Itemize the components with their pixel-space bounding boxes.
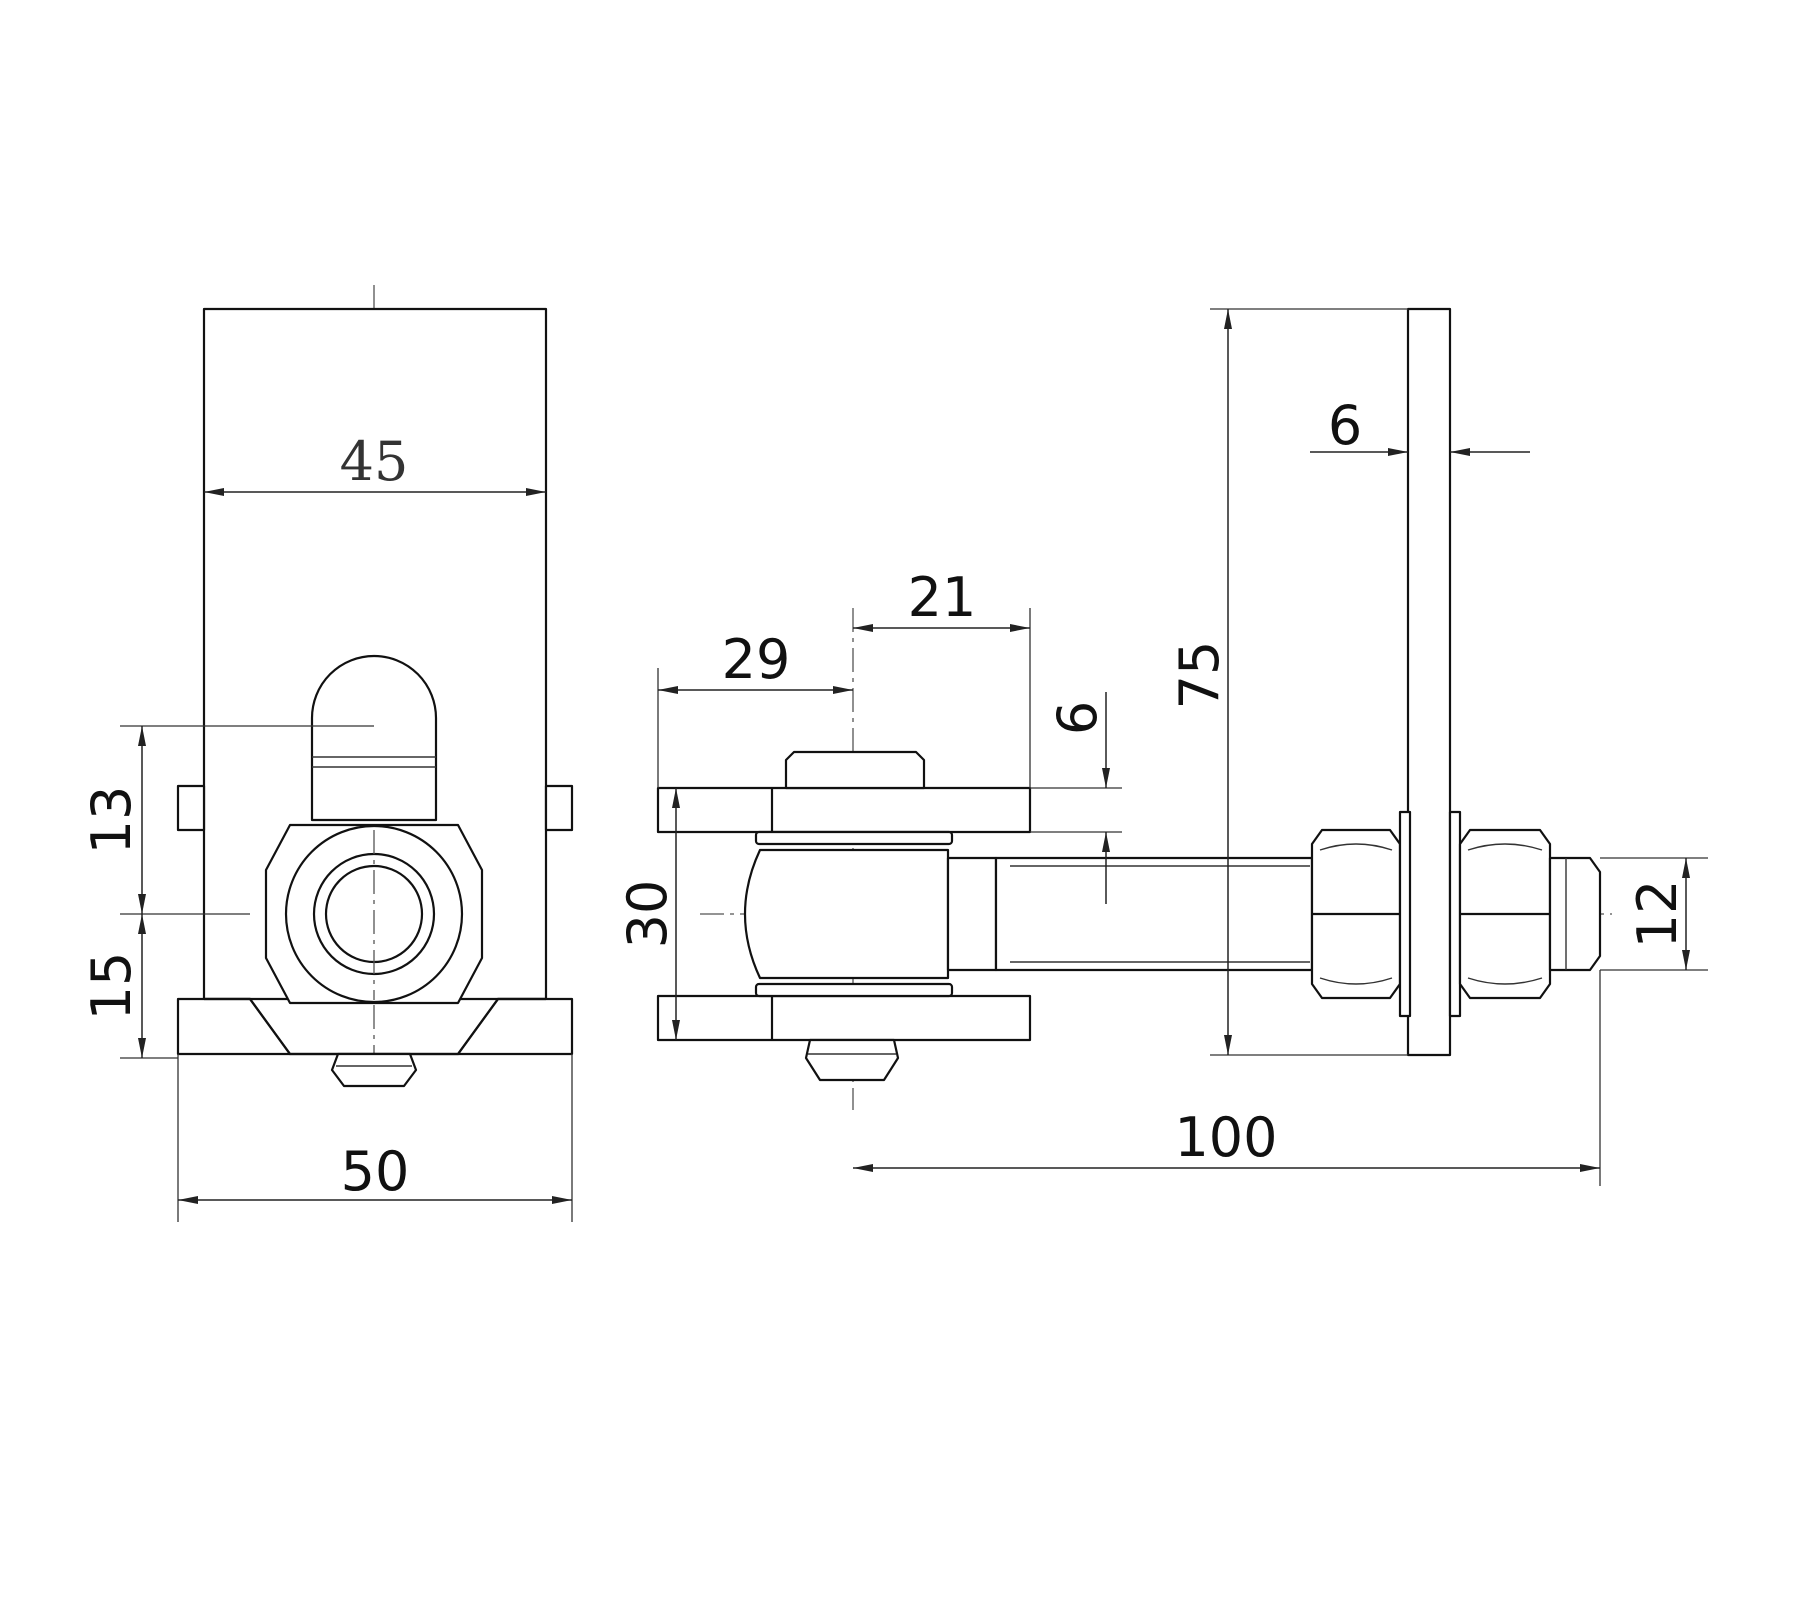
- dim-label-plate-width: 45: [340, 430, 409, 493]
- base-block: [176, 997, 574, 1056]
- upper-washer: [754, 830, 954, 846]
- left-nut-chamfer-bottom: [1319, 977, 1393, 985]
- dim-label-eye-height: 30: [616, 880, 679, 949]
- bottom-pin: [330, 1052, 418, 1088]
- lower-washer: [754, 982, 954, 998]
- left-tab: [176, 784, 206, 832]
- bottom-cap-pin: [804, 1038, 900, 1082]
- dim-label-upper-offset: 13: [80, 786, 143, 855]
- dim-label-eye-left: 29: [722, 628, 791, 691]
- bolt-end: [1548, 856, 1602, 972]
- right-plate-washer: [1448, 810, 1462, 1018]
- right-nut-chamfer-bottom: [1467, 977, 1543, 985]
- dim-label-plate-thickness: 6: [1328, 394, 1362, 457]
- dim-label-lower-offset: 15: [80, 952, 143, 1021]
- side-view: 6 75 29 21 6 30 12 100: [616, 307, 1708, 1186]
- right-nut-chamfer-top: [1467, 843, 1543, 851]
- top-pin: [310, 654, 438, 822]
- dim-label-plate-height: 75: [1168, 641, 1231, 710]
- top-flange: [656, 786, 1032, 834]
- left-nut-chamfer-top: [1319, 843, 1393, 851]
- dim-label-base-width: 50: [341, 1140, 410, 1203]
- right-tab: [544, 784, 574, 832]
- threaded-shaft: [994, 856, 1314, 972]
- front-view: 45 50 13 15: [80, 285, 574, 1222]
- dim-label-overall-length: 100: [1174, 1106, 1277, 1169]
- dim-label-eye-right: 21: [908, 566, 977, 629]
- dim-label-thread-diameter: 12: [1626, 880, 1689, 949]
- bottom-flange: [656, 994, 1032, 1042]
- dim-label-washer-thickness: 6: [1046, 701, 1109, 735]
- eye-neck: [946, 856, 998, 972]
- eye-housing: [743, 848, 950, 980]
- top-cap-pin: [784, 750, 926, 790]
- left-plate-washer: [1398, 810, 1412, 1018]
- side-mounting-plate: [1406, 307, 1452, 1057]
